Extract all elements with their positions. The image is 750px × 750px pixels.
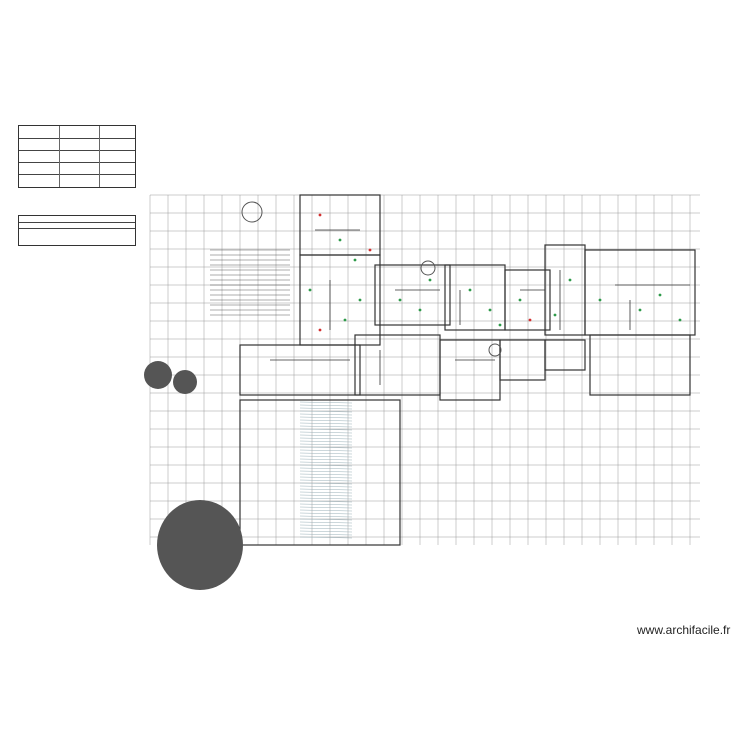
water-hatch [299,518,353,521]
water-hatch [299,404,353,407]
water-hatch [299,524,353,527]
fixture-marker [518,298,522,302]
plan-fixtures [308,213,682,332]
wall-outline [589,334,691,396]
water-hatch [299,479,353,482]
fixture-marker [318,328,322,332]
fixture-marker [638,308,642,312]
fixture-marker [418,308,422,312]
water-hatch [299,521,353,524]
water-hatch [299,458,353,461]
wall-outline [439,339,501,401]
water-hatch [299,416,353,419]
fixture-marker [678,318,682,322]
water-hatch [299,470,353,473]
wall-outline [544,339,586,371]
site-watermark: www.archifacile.fr [637,623,731,637]
wall-outline [584,249,696,336]
water-hatch [299,512,353,515]
shrub-symbol [488,343,502,357]
water-hatch [299,500,353,503]
water-hatch [299,407,353,410]
water-hatch [299,434,353,437]
fixture-marker [498,323,502,327]
wall-outline [544,244,586,336]
water-hatch [299,506,353,509]
water-hatch [299,482,353,485]
water-hatch [299,446,353,449]
wall-outline [239,344,361,396]
fixture-marker [428,278,432,282]
fixture-marker [658,293,662,297]
fixture-marker [318,213,322,217]
water-hatch [299,443,353,446]
fixture-marker [353,258,357,262]
water-hatch [299,413,353,416]
water-hatch [299,437,353,440]
water-hatch [299,422,353,425]
water-hatch [299,452,353,455]
water-hatch [299,425,353,428]
title-block-secondary [18,215,136,246]
water-hatch [299,431,353,434]
tree-canopy-large [157,500,243,590]
water-hatch [299,491,353,494]
fixture-marker [528,318,532,322]
wall-outline [499,339,546,381]
fixture-marker [343,318,347,322]
wall-outline [239,399,401,546]
wall-outline [444,264,506,331]
water-hatch [299,449,353,452]
fixture-marker [368,248,372,252]
water-hatch [299,455,353,458]
plan-grid [149,194,700,545]
fixture-marker [398,298,402,302]
water-hatch [299,440,353,443]
fixture-marker [598,298,602,302]
fixture-marker [568,278,572,282]
water-hatch [299,419,353,422]
water-hatch [299,503,353,506]
water-hatch [299,536,353,539]
tree-canopy [144,361,172,389]
water-hatch [299,533,353,536]
fixture-marker [338,238,342,242]
water-hatch [299,509,353,512]
fixture-marker [488,308,492,312]
shrub-symbol [241,201,263,223]
plan-vegetation [144,201,502,590]
water-hatch [299,494,353,497]
water-hatch [299,401,353,404]
shrub-symbol [420,260,436,276]
water-hatch [299,473,353,476]
water-hatch [299,485,353,488]
fixture-marker [468,288,472,292]
fixture-marker [308,288,312,292]
water-hatch [299,488,353,491]
water-hatch [299,497,353,500]
water-hatch [299,410,353,413]
title-block-primary [18,125,136,188]
water-hatch [299,464,353,467]
plan-walls [239,194,696,546]
water-hatch [299,461,353,464]
fixture-marker [358,298,362,302]
wall-outline [504,269,551,331]
water-hatch [299,527,353,530]
water-hatch [299,515,353,518]
fixture-marker [553,313,557,317]
water-hatch [299,530,353,533]
water-hatch [299,476,353,479]
wall-outline [374,264,451,326]
tree-canopy [173,370,197,394]
water-hatch [299,467,353,470]
wall-outline [354,334,441,396]
water-hatch [299,428,353,431]
